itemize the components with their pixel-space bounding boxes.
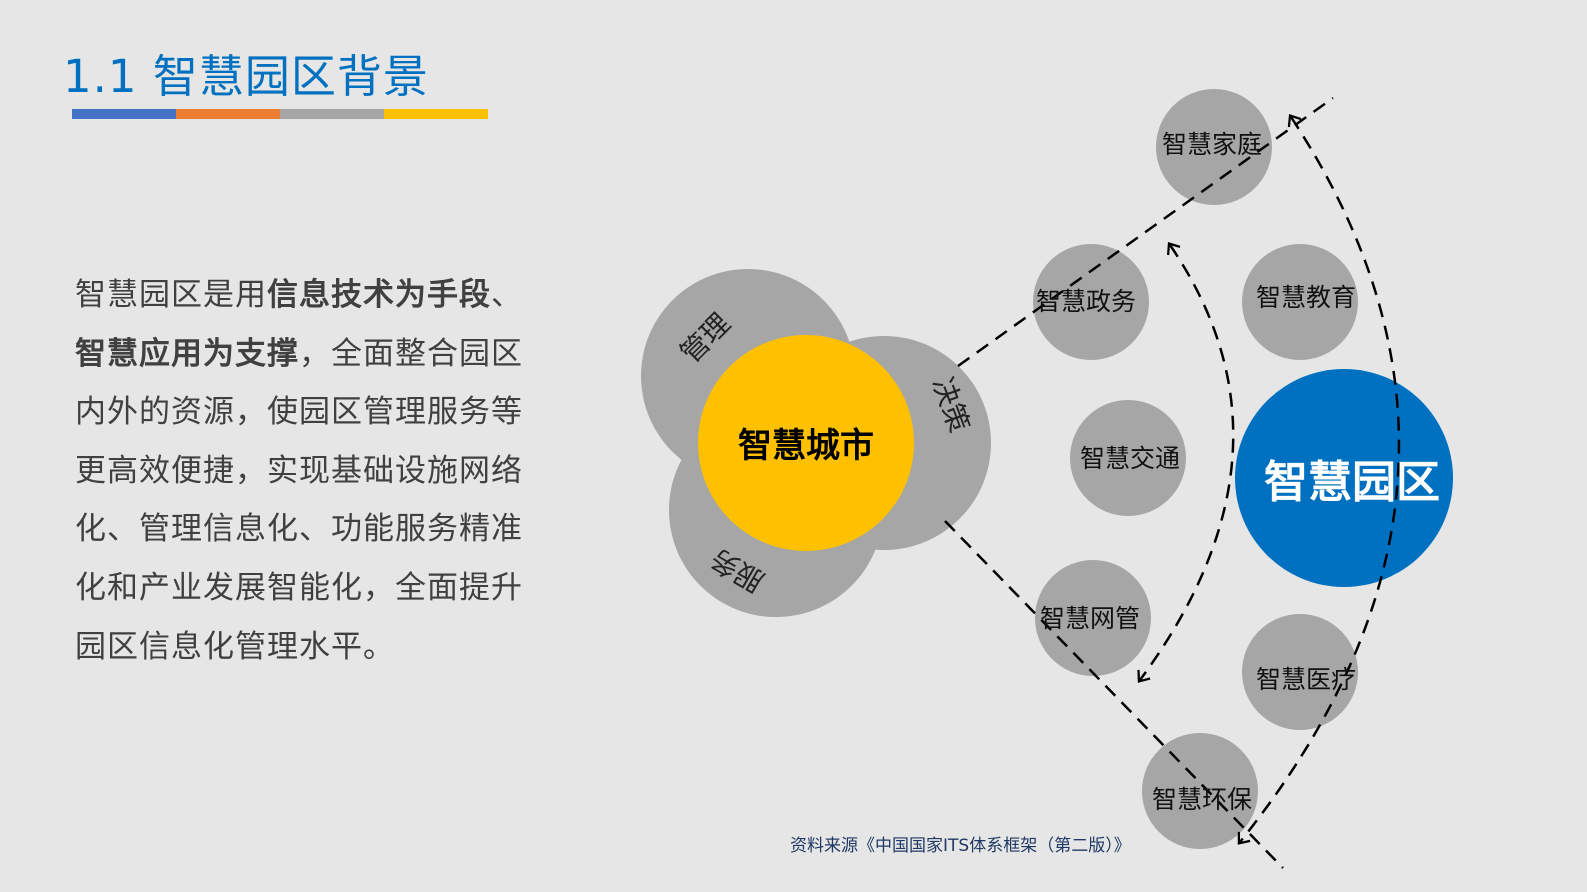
- underline-segment-orange: [176, 109, 280, 119]
- body-segment-bold: 智慧应用为支撑: [75, 335, 299, 372]
- node-smart-government: [1033, 244, 1149, 360]
- connector-lines: [944, 96, 1401, 869]
- lower-boundary-line: [944, 520, 1284, 869]
- smart-park-label: 智慧园区: [1264, 457, 1440, 508]
- upper-boundary-line: [957, 96, 1334, 368]
- slide-title: 1.1 智慧园区背景: [63, 50, 429, 103]
- node-label-smart-government: 智慧政务: [1036, 287, 1136, 316]
- underline-segment-gray: [280, 109, 384, 119]
- node-label-smart-medical: 智慧医疗: [1256, 665, 1356, 694]
- node-label-smart-traffic: 智慧交通: [1080, 444, 1180, 473]
- body-segment-bold: 信息技术为手段: [267, 277, 491, 313]
- node-label-smart-environment: 智慧环保: [1152, 785, 1252, 814]
- body-segment: ，全面整合园区内外的资源，使园区管理服务等更高效便捷，实现基础设施网络化、管理信…: [75, 335, 523, 665]
- inner-arc-arrow: [1137, 242, 1235, 683]
- underline-segment-yellow: [384, 109, 488, 119]
- body-segment: 智慧园区是用: [75, 277, 267, 313]
- underline-segment-blue: [72, 109, 176, 119]
- node-smart-network: [1035, 560, 1151, 676]
- node-smart-environment: [1142, 733, 1258, 849]
- body-segment: 、: [491, 277, 523, 313]
- title-underline: [72, 109, 488, 119]
- body-paragraph: 智慧园区是用信息技术为手段、智慧应用为支撑，全面整合园区内外的资源，使园区管理服…: [75, 266, 545, 676]
- node-label-smart-education: 智慧教育: [1256, 283, 1356, 312]
- node-label-smart-network: 智慧网管: [1040, 604, 1140, 633]
- source-citation: 资料来源《中国国家ITS体系框架（第二版）》: [790, 836, 1131, 856]
- outer-arc-arrow: [1237, 113, 1401, 845]
- node-label-smart-home: 智慧家庭: [1162, 130, 1262, 159]
- smart-city-label: 智慧城市: [738, 426, 874, 466]
- smart-city-core: [698, 335, 914, 551]
